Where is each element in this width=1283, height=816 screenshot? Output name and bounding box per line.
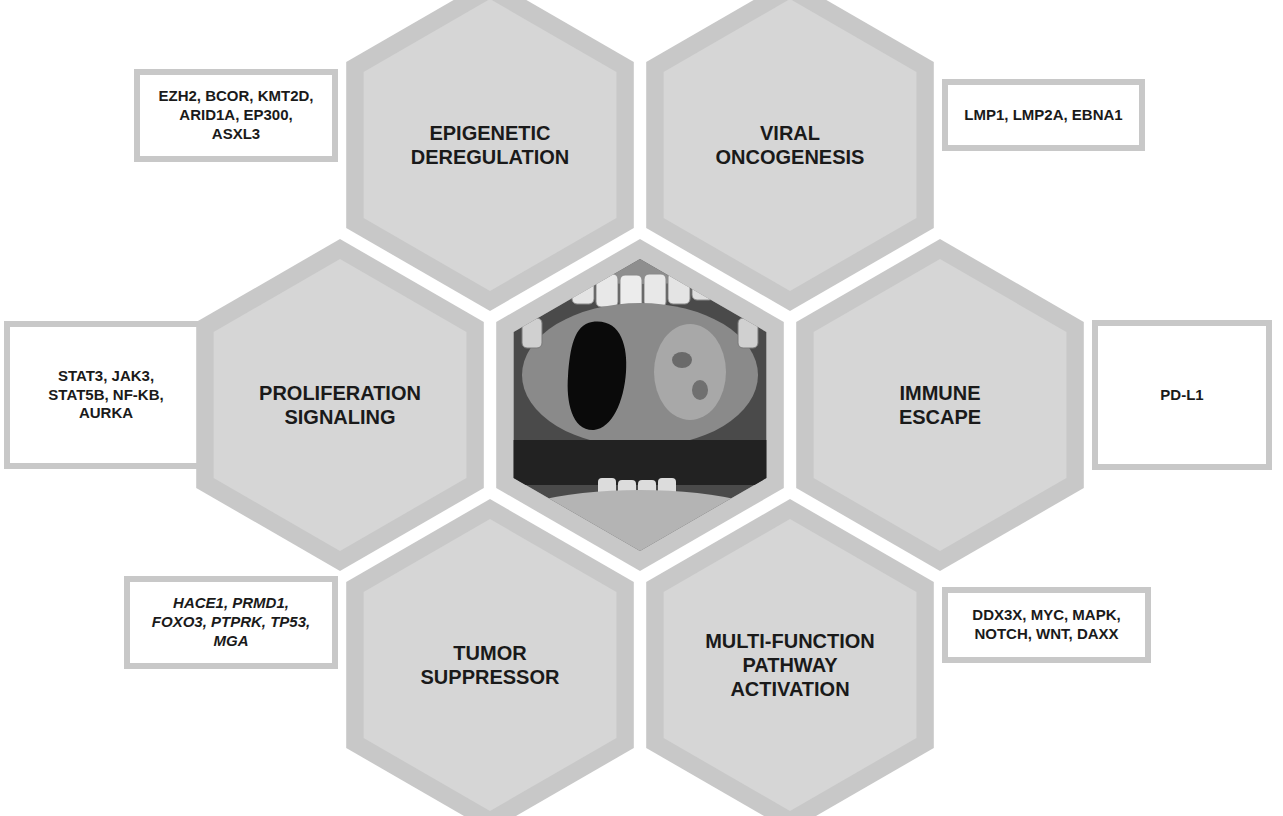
hexagon-frame [346,0,634,311]
tooth [692,270,714,300]
hexagon-fill [214,259,467,551]
side-tooth [738,318,758,348]
gene-list-box: LMP1, LMP2A, EBNA1 [942,79,1145,151]
category-title: VIRAL ONCOGENESIS [690,121,890,169]
lesion-spot [672,352,692,368]
category-hexagon: TUMOR SUPPRESSOR [346,499,634,816]
category-title: MULTI-FUNCTION PATHWAY ACTIVATION [690,629,890,701]
category-hexagon: EPIGENETIC DEREGULATION [346,0,634,311]
hexagon-frame [646,0,934,311]
hexagon-shape [796,239,1084,571]
gene-list-box: PD-L1 [1092,320,1272,470]
gene-list-box: DDX3X, MYC, MAPK, NOTCH, WNT, DAXX [942,587,1151,663]
hexagon-fill [664,0,917,291]
hexagon-frame [796,239,1084,571]
hexagon-frame [346,499,634,816]
tooth [668,272,690,304]
palatal-perforation [568,322,627,430]
gene-list: EZH2, BCOR, KMT2D, ARID1A, EP300, ASXL3 [156,87,316,143]
hexagon-shape [196,239,484,571]
side-tooth [522,318,542,348]
gene-list-box: HACE1, PRMD1, FOXO3, PTPRK, TP53, MGA [124,576,338,669]
gene-list: HACE1, PRMD1, FOXO3, PTPRK, TP53, MGA [146,594,316,650]
gene-list: STAT3, JAK3, STAT5B, NF-KB, AURKA [26,367,186,423]
hexagon-fill [664,519,917,811]
gene-list: LMP1, LMP2A, EBNA1 [964,106,1122,125]
category-hexagon: VIRAL ONCOGENESIS [646,0,934,311]
lesion [654,324,726,420]
hexagon-fill [364,0,617,291]
category-title: IMMUNE ESCAPE [865,381,1015,429]
gene-list-box: EZH2, BCOR, KMT2D, ARID1A, EP300, ASXL3 [134,69,338,162]
hexagon-fill [814,259,1067,551]
gene-list: PD-L1 [1160,386,1203,405]
gene-list: DDX3X, MYC, MAPK, NOTCH, WNT, DAXX [964,606,1129,644]
gene-list-box: STAT3, JAK3, STAT5B, NF-KB, AURKA [4,321,208,469]
category-hexagon: IMMUNE ESCAPE [796,239,1084,571]
lesion-spot [692,380,708,400]
tooth [572,272,594,304]
hexagon-fill [364,519,617,811]
category-title: PROLIFERATION SIGNALING [240,381,440,429]
mouth-shadow [500,440,780,485]
category-hexagon: MULTI-FUNCTION PATHWAY ACTIVATION [646,499,934,816]
hexagon-frame [196,239,484,571]
tooth [644,274,666,307]
hexagon-frame [646,499,934,816]
category-title: TUMOR SUPPRESSOR [395,641,585,689]
palate [522,303,758,447]
category-title: EPIGENETIC DEREGULATION [390,121,590,169]
mouth-photo [490,240,790,570]
tooth [596,274,618,307]
category-hexagon: PROLIFERATION SIGNALING [196,239,484,571]
